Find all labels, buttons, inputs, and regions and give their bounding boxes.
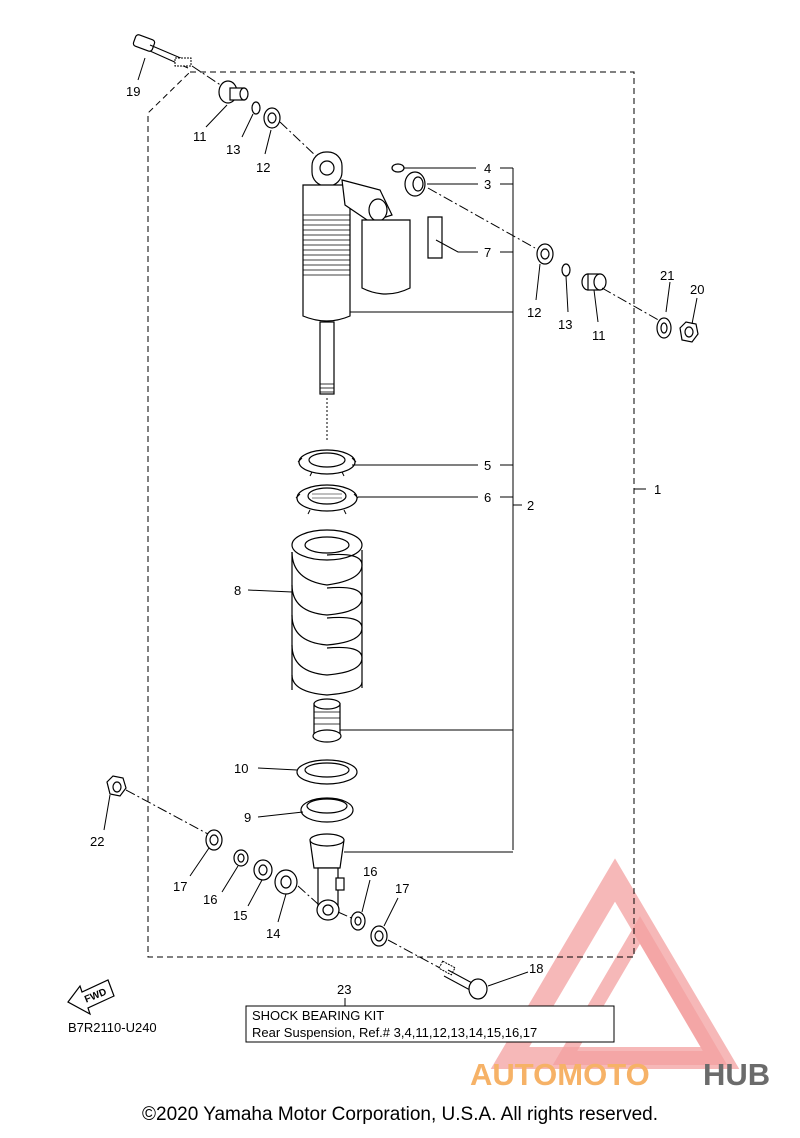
callout-8: 8 — [234, 583, 241, 598]
callout-20: 21 — [660, 268, 674, 283]
watermark-brand-part1: AUTOMOTO — [470, 1057, 650, 1092]
callout-5: 5 — [484, 458, 491, 473]
callout-11-left: 11 — [193, 129, 207, 144]
nut-19 — [679, 321, 699, 343]
group-2-bracket — [512, 168, 522, 850]
callout-3: 3 — [484, 177, 491, 192]
callout-14: 14 — [266, 926, 280, 941]
bearing-14 — [274, 869, 298, 895]
leader-lines — [103, 57, 698, 1006]
callout-17-left: 17 — [173, 879, 187, 894]
washer-17-right — [370, 925, 388, 947]
spring-8 — [291, 529, 363, 696]
oring-13-right — [561, 263, 571, 277]
washer-17-left — [205, 829, 223, 851]
callout-16-right: 16 — [363, 864, 377, 879]
shock-absorber-body — [302, 151, 411, 440]
collar-11-left — [218, 80, 249, 104]
callout-labels: 19 11 13 12 4 3 7 12 13 11 21 20 5 6 2 1… — [90, 84, 704, 997]
callout-23: 23 — [337, 982, 351, 997]
spring-seat-10 — [296, 759, 358, 785]
collar-16-left — [233, 849, 249, 867]
bearing-3 — [404, 171, 426, 197]
bearing-12-right — [536, 243, 554, 265]
fwd-arrow-icon: FWD — [67, 979, 115, 1016]
callout-6: 6 — [484, 490, 491, 505]
bearing-12-left — [263, 107, 281, 129]
callout-18: 19 — [126, 84, 140, 99]
callout-12-right: 12 — [527, 305, 541, 320]
callout-4: 4 — [484, 161, 491, 176]
callout-16-left: 16 — [203, 892, 217, 907]
collar-11-right — [581, 273, 607, 291]
assembly-boundary — [147, 71, 635, 958]
lower-clevis — [309, 833, 345, 921]
label-7-tag — [427, 216, 443, 259]
spring-guide-9 — [300, 797, 354, 823]
ring-nut-6 — [295, 484, 359, 515]
callout-1: 1 — [654, 482, 661, 497]
bump-rubber — [312, 698, 342, 743]
callout-12-left: 12 — [256, 160, 270, 175]
callout-17-right: 17 — [395, 881, 409, 896]
callout-9: 9 — [244, 810, 251, 825]
kit-info-box: SHOCK BEARING KIT Rear Suspension, Ref.#… — [245, 1005, 615, 1043]
washer-20 — [656, 317, 672, 339]
callout-21: 18 — [529, 961, 543, 976]
ring-nut-5 — [297, 449, 357, 477]
callout-13-right: 13 — [558, 317, 572, 332]
oring-4 — [391, 163, 405, 173]
watermark-brand-part2: HUB — [703, 1057, 770, 1092]
nut-22 — [106, 775, 127, 797]
callout-19: 20 — [690, 282, 704, 297]
callout-11-right: 11 — [592, 328, 606, 343]
kit-description: Rear Suspension, Ref.# 3,4,11,12,13,14,1… — [252, 1025, 537, 1040]
copyright-notice: ©2020 Yamaha Motor Corporation, U.S.A. A… — [142, 1104, 658, 1125]
bolt-21 — [438, 960, 488, 1000]
collar-16-right — [350, 911, 366, 931]
callout-13-left: 13 — [226, 142, 240, 157]
callout-2: 2 — [527, 498, 534, 513]
callout-15: 15 — [233, 908, 247, 923]
collar-15 — [253, 859, 273, 881]
callout-7: 7 — [484, 245, 491, 260]
kit-title: SHOCK BEARING KIT — [252, 1008, 384, 1023]
callout-22: 22 — [90, 834, 104, 849]
watermark-logo: AUTOMOTO HUB — [470, 858, 770, 1092]
oring-13-left — [251, 101, 261, 115]
diagram-code: B7R2110-U240 — [68, 1020, 157, 1035]
callout-10: 10 — [234, 761, 248, 776]
